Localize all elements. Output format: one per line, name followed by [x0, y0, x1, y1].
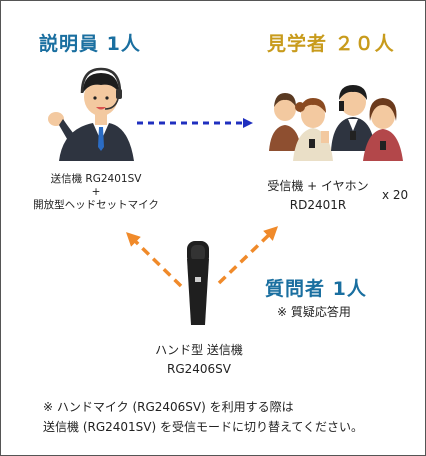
footnote-line2: 送信機 (RG2401SV) を受信モードに切り替えてください。 [43, 420, 364, 434]
orange-arrow-left [126, 232, 183, 288]
presenter-device-plus: + [91, 186, 101, 198]
visitors-device-line1: 受信機 + イヤホン [267, 179, 369, 193]
footnote-line1: ※ ハンドマイク (RG2406SV) を利用する際は [43, 400, 294, 414]
hand-mic-line2: RG2406SV [166, 362, 231, 376]
presenter-device-label: 送信機 RG2401SV + 開放型ヘッドセットマイク [21, 173, 171, 212]
orange-arrow-right [217, 226, 279, 285]
visitors-illustration [269, 85, 403, 161]
presenter-illustration [48, 67, 134, 161]
questioner-heading: 質問者 1人 [265, 278, 367, 300]
visitors-device-line2: RD2401R [289, 198, 347, 212]
hand-mic-label: ハンド型 送信機 RG2406SV [143, 341, 255, 379]
hand-mic-line1: ハンド型 送信機 [155, 343, 243, 357]
visitors-heading: 見学者 ２０人 [267, 33, 395, 55]
visitors-device-label: 受信機 + イヤホン RD2401R [254, 177, 382, 215]
footnote: ※ ハンドマイク (RG2406SV) を利用する際は 送信機 (RG2401S… [43, 397, 363, 437]
presenter-device-line2: 開放型ヘッドセットマイク [33, 199, 159, 211]
presenter-heading: 説明員 1人 [39, 33, 141, 55]
questioner-note: ※ 質疑応答用 [277, 305, 351, 319]
hand-mic-illustration [187, 241, 209, 325]
presenter-device-line1: 送信機 RG2401SV [50, 173, 142, 185]
visitors-count: x 20 [382, 188, 409, 202]
